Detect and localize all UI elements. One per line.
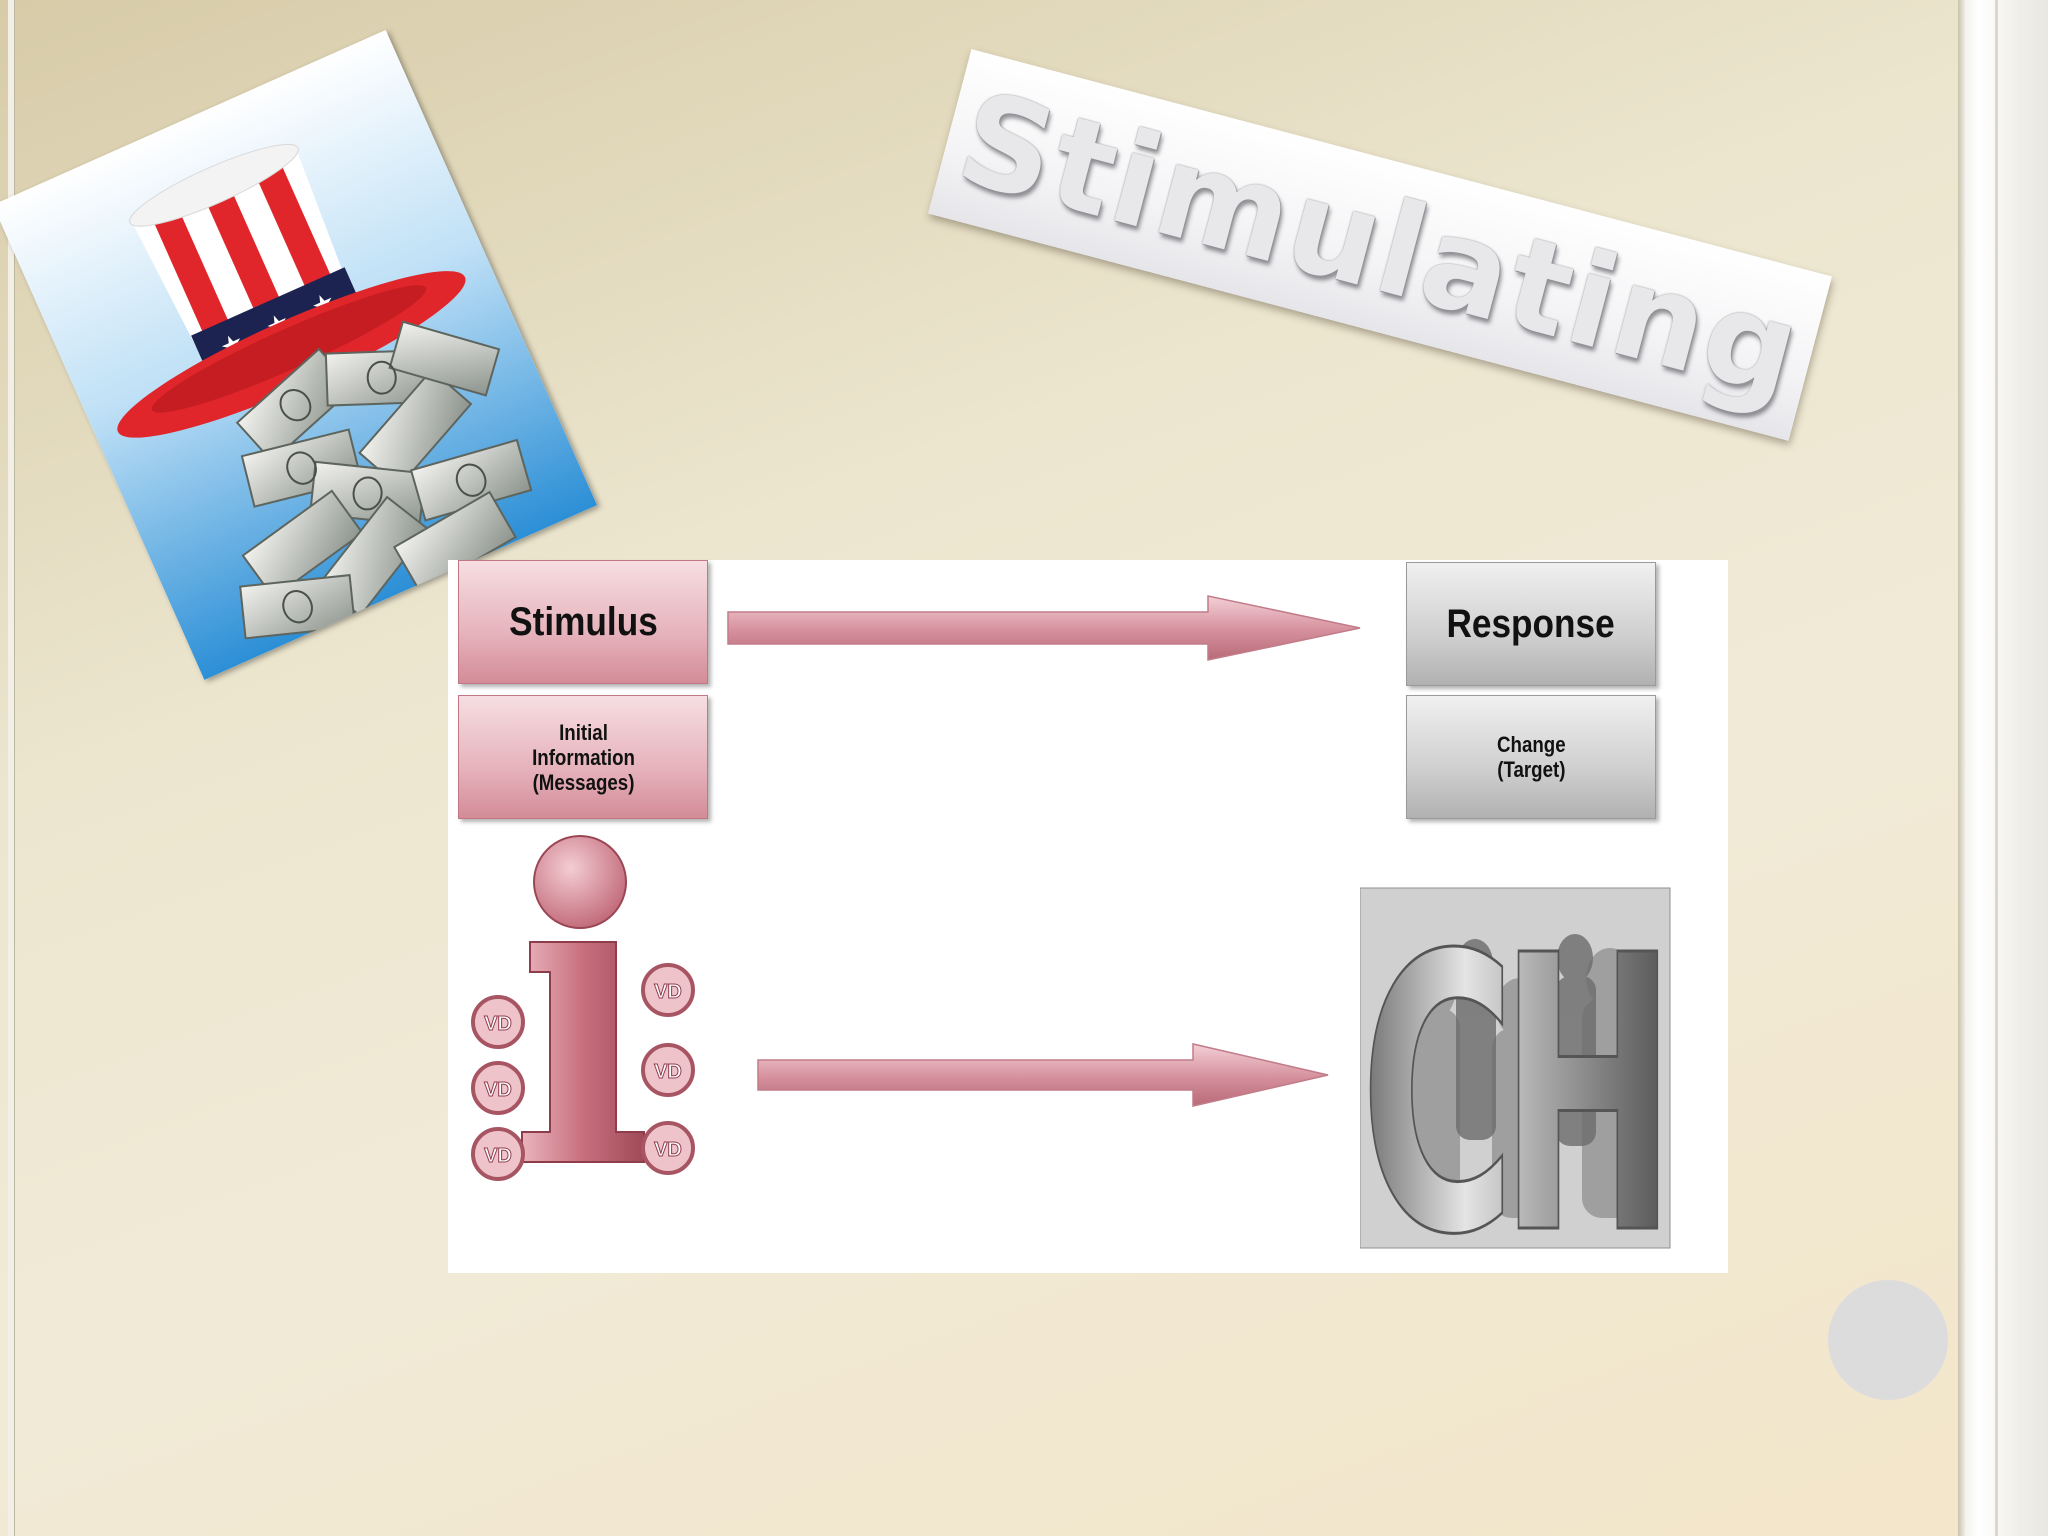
uncle-sam-hat-money-icon: ★ ★ ★ xyxy=(0,30,598,680)
response-label: Response xyxy=(1446,601,1616,646)
vd-badge-text: VD xyxy=(654,1061,682,1083)
vd-badge: VD xyxy=(470,1126,526,1187)
stimulus-box: Stimulus xyxy=(458,560,708,684)
vd-badge: VD xyxy=(640,962,696,1023)
bottom-arrow xyxy=(757,1043,1329,1107)
slide-decor-circle xyxy=(1828,1280,1948,1400)
change-letters: CH xyxy=(1360,875,1660,1268)
vd-badge: VD xyxy=(470,994,526,1055)
vd-badge-text: VD xyxy=(654,1139,682,1161)
slide-frame-right xyxy=(1958,0,2048,1536)
vd-badge: VD xyxy=(640,1042,696,1103)
stimulus-response-diagram: Stimulus Initial Information (Messages) … xyxy=(448,560,1728,1273)
vd-badge: VD xyxy=(640,1120,696,1181)
slide-title: Stimulating xyxy=(944,62,1816,428)
information-i-icon xyxy=(521,835,645,1163)
stimulus-sublabel: Initial Information (Messages) xyxy=(531,719,635,795)
change-ch-icon: CH xyxy=(1360,874,1690,1268)
stimulus-label: Stimulus xyxy=(508,599,658,644)
vd-badge: VD xyxy=(470,1060,526,1121)
vd-badge-text: VD xyxy=(654,981,682,1003)
slide-frame-left xyxy=(8,0,15,1536)
stimulus-subbox: Initial Information (Messages) xyxy=(458,695,708,819)
diagram-arrows xyxy=(727,595,1361,1107)
response-sublabel: Change (Target) xyxy=(1496,732,1566,782)
response-box: Response xyxy=(1406,562,1656,686)
vd-badge-text: VD xyxy=(484,1145,512,1167)
hat-money-illustration: ★ ★ ★ xyxy=(0,30,598,680)
vd-badge-text: VD xyxy=(484,1079,512,1101)
slide-frame-right-line xyxy=(1995,0,1998,1536)
top-arrow xyxy=(727,595,1361,661)
vd-badge-text: VD xyxy=(484,1013,512,1035)
title-card: Stimulating xyxy=(928,49,1832,441)
response-subbox: Change (Target) xyxy=(1406,695,1656,819)
